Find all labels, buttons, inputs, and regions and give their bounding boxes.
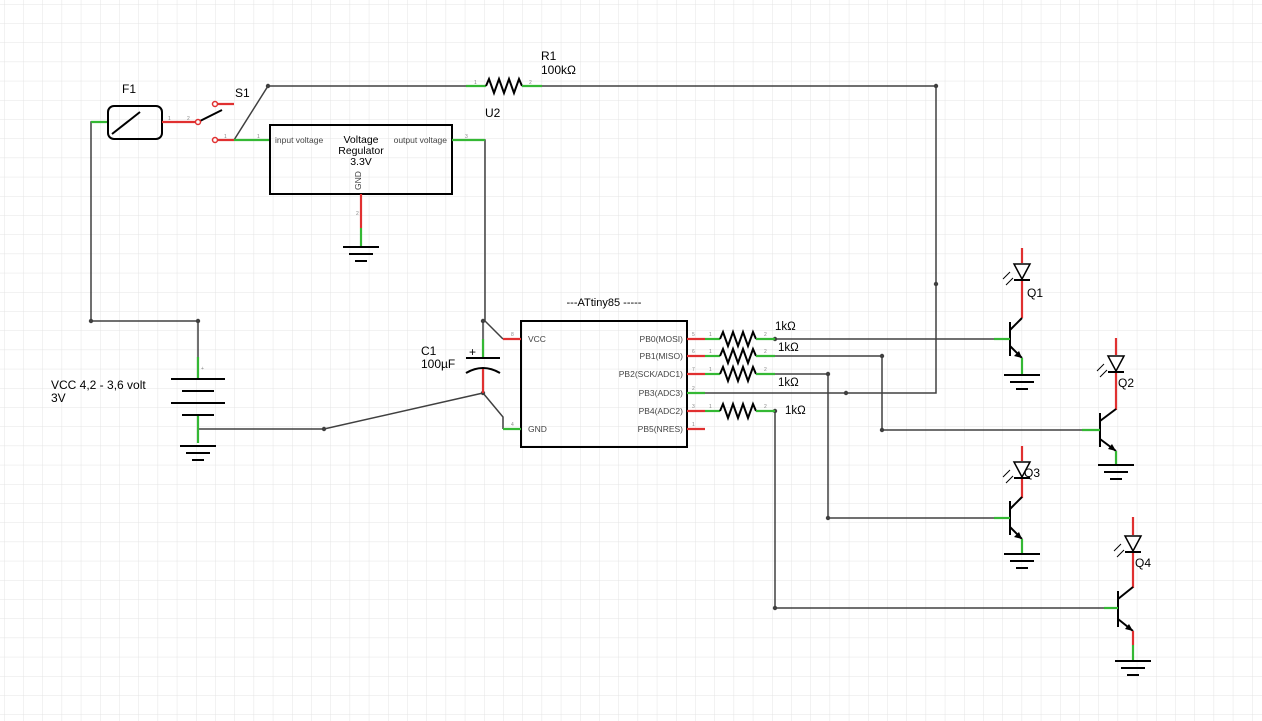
svg-text:3: 3 — [692, 404, 695, 410]
mcu-pin-pb0: PB0(MOSI) — [640, 334, 684, 344]
transistor-q2[interactable]: Q2 — [1082, 338, 1134, 464]
voltage-regulator-u2[interactable]: U2 1 3 input voltage output voltage Volt… — [257, 106, 501, 246]
svg-text:2: 2 — [356, 211, 359, 217]
resistor-value-1: 1kΩ — [775, 321, 796, 333]
ground-symbol-q2 — [1098, 464, 1134, 480]
mcu-pin-vcc: VCC — [528, 334, 546, 344]
mcu-title: ---ATtiny85 ----- — [567, 297, 642, 309]
resistor-value-2: 1kΩ — [778, 342, 799, 354]
mcu-pin-pb1: PB1(MISO) — [640, 351, 684, 361]
transistor-q1[interactable]: Q1 — [994, 248, 1043, 374]
fuse-ref-label: F1 — [122, 82, 136, 96]
svg-text:2: 2 — [529, 80, 532, 86]
svg-text:3: 3 — [465, 134, 468, 140]
fuse-f1[interactable]: 1 2 F1 — [91, 82, 198, 140]
svg-text:5: 5 — [692, 332, 695, 338]
capacitor-c1[interactable]: + C1 100µF — [421, 339, 501, 393]
svg-text:2: 2 — [187, 116, 190, 122]
svg-text:1: 1 — [709, 367, 712, 373]
ground-symbol-q4 — [1115, 660, 1151, 676]
q1-label: Q1 — [1027, 286, 1043, 300]
mcu-pin-pb4: PB4(ADC2) — [639, 406, 684, 416]
svg-text:2: 2 — [764, 349, 767, 355]
led-icon — [1012, 263, 1032, 281]
mcu-pin-pb5: PB5(NRES) — [638, 424, 684, 434]
resistor-1k-pb4[interactable]: 1 2 1kΩ — [705, 401, 806, 421]
regulator-title-2: Regulator — [338, 145, 384, 157]
mcu-attiny85[interactable]: ---ATtiny85 ----- 8 4 VCC GND 5 6 7 2 3 … — [503, 297, 705, 448]
svg-text:1: 1 — [168, 116, 171, 122]
led-icon — [1123, 535, 1143, 553]
ground-symbol-battery — [180, 445, 216, 461]
svg-text:8: 8 — [511, 332, 514, 338]
regulator-pin-gnd: GND — [353, 171, 363, 190]
svg-text:1: 1 — [474, 80, 477, 86]
mcu-pin-pb2: PB2(SCK/ADC1) — [619, 369, 683, 379]
led-icon — [1106, 355, 1126, 373]
regulator-ref-label: U2 — [485, 106, 501, 120]
ground-symbol-q3 — [1004, 553, 1040, 569]
svg-text:2: 2 — [764, 332, 767, 338]
battery-label-2: 3V — [51, 391, 66, 405]
ground-symbol-q1 — [1004, 374, 1040, 390]
regulator-title-3: 3.3V — [350, 156, 372, 168]
capacitor-ref-label: C1 — [421, 344, 437, 358]
svg-text:7: 7 — [692, 367, 695, 373]
resistor-1k-pb1[interactable]: 1 2 1kΩ — [705, 342, 799, 366]
svg-text:2: 2 — [692, 386, 695, 392]
resistor-value-4: 1kΩ — [785, 405, 806, 417]
q2-label: Q2 — [1118, 376, 1134, 390]
resistor-value-3: 1kΩ — [778, 377, 799, 389]
regulator-title-1: Voltage — [343, 134, 378, 146]
q3-label: Q3 — [1024, 466, 1040, 480]
svg-text:+: + — [201, 366, 204, 372]
q4-label: Q4 — [1135, 556, 1151, 570]
led-icon — [1012, 461, 1032, 479]
capacitor-value-label: 100µF — [421, 357, 455, 371]
resistor-1k-pb2[interactable]: 1 2 1kΩ — [705, 364, 799, 389]
battery-label-1: VCC 4,2 - 3,6 volt — [51, 378, 146, 392]
battery[interactable]: + VCC 4,2 - 3,6 volt 3V — [51, 357, 225, 443]
resistor-1k-pb0[interactable]: 1 2 1kΩ — [705, 321, 796, 349]
svg-text:1: 1 — [257, 134, 260, 140]
svg-text:1: 1 — [224, 134, 227, 140]
svg-text:6: 6 — [692, 349, 695, 355]
svg-text:2: 2 — [764, 367, 767, 373]
svg-text:1: 1 — [709, 404, 712, 410]
transistor-q4[interactable]: Q4 — [1104, 517, 1151, 660]
resistor-r1[interactable]: 1 2 R1 100kΩ — [466, 49, 576, 96]
r1-ref-label: R1 — [541, 49, 557, 63]
svg-text:1: 1 — [709, 349, 712, 355]
transistor-q3[interactable]: Q3 — [994, 446, 1040, 553]
regulator-pin-output: output voltage — [394, 135, 448, 145]
svg-text:1: 1 — [709, 332, 712, 338]
svg-text:1: 1 — [692, 422, 695, 428]
regulator-pin-input: input voltage — [275, 135, 323, 145]
switch-ref-label: S1 — [235, 86, 250, 100]
capacitor-polarity: + — [469, 345, 476, 359]
r1-value-label: 100kΩ — [541, 63, 576, 77]
mcu-pin-gnd: GND — [528, 424, 547, 434]
ground-symbol-regulator — [343, 246, 379, 262]
svg-text:2: 2 — [764, 404, 767, 410]
switch-s1[interactable]: 1 S1 — [194, 86, 271, 144]
mcu-pin-pb3: PB3(ADC3) — [639, 388, 684, 398]
svg-text:4: 4 — [511, 422, 514, 428]
